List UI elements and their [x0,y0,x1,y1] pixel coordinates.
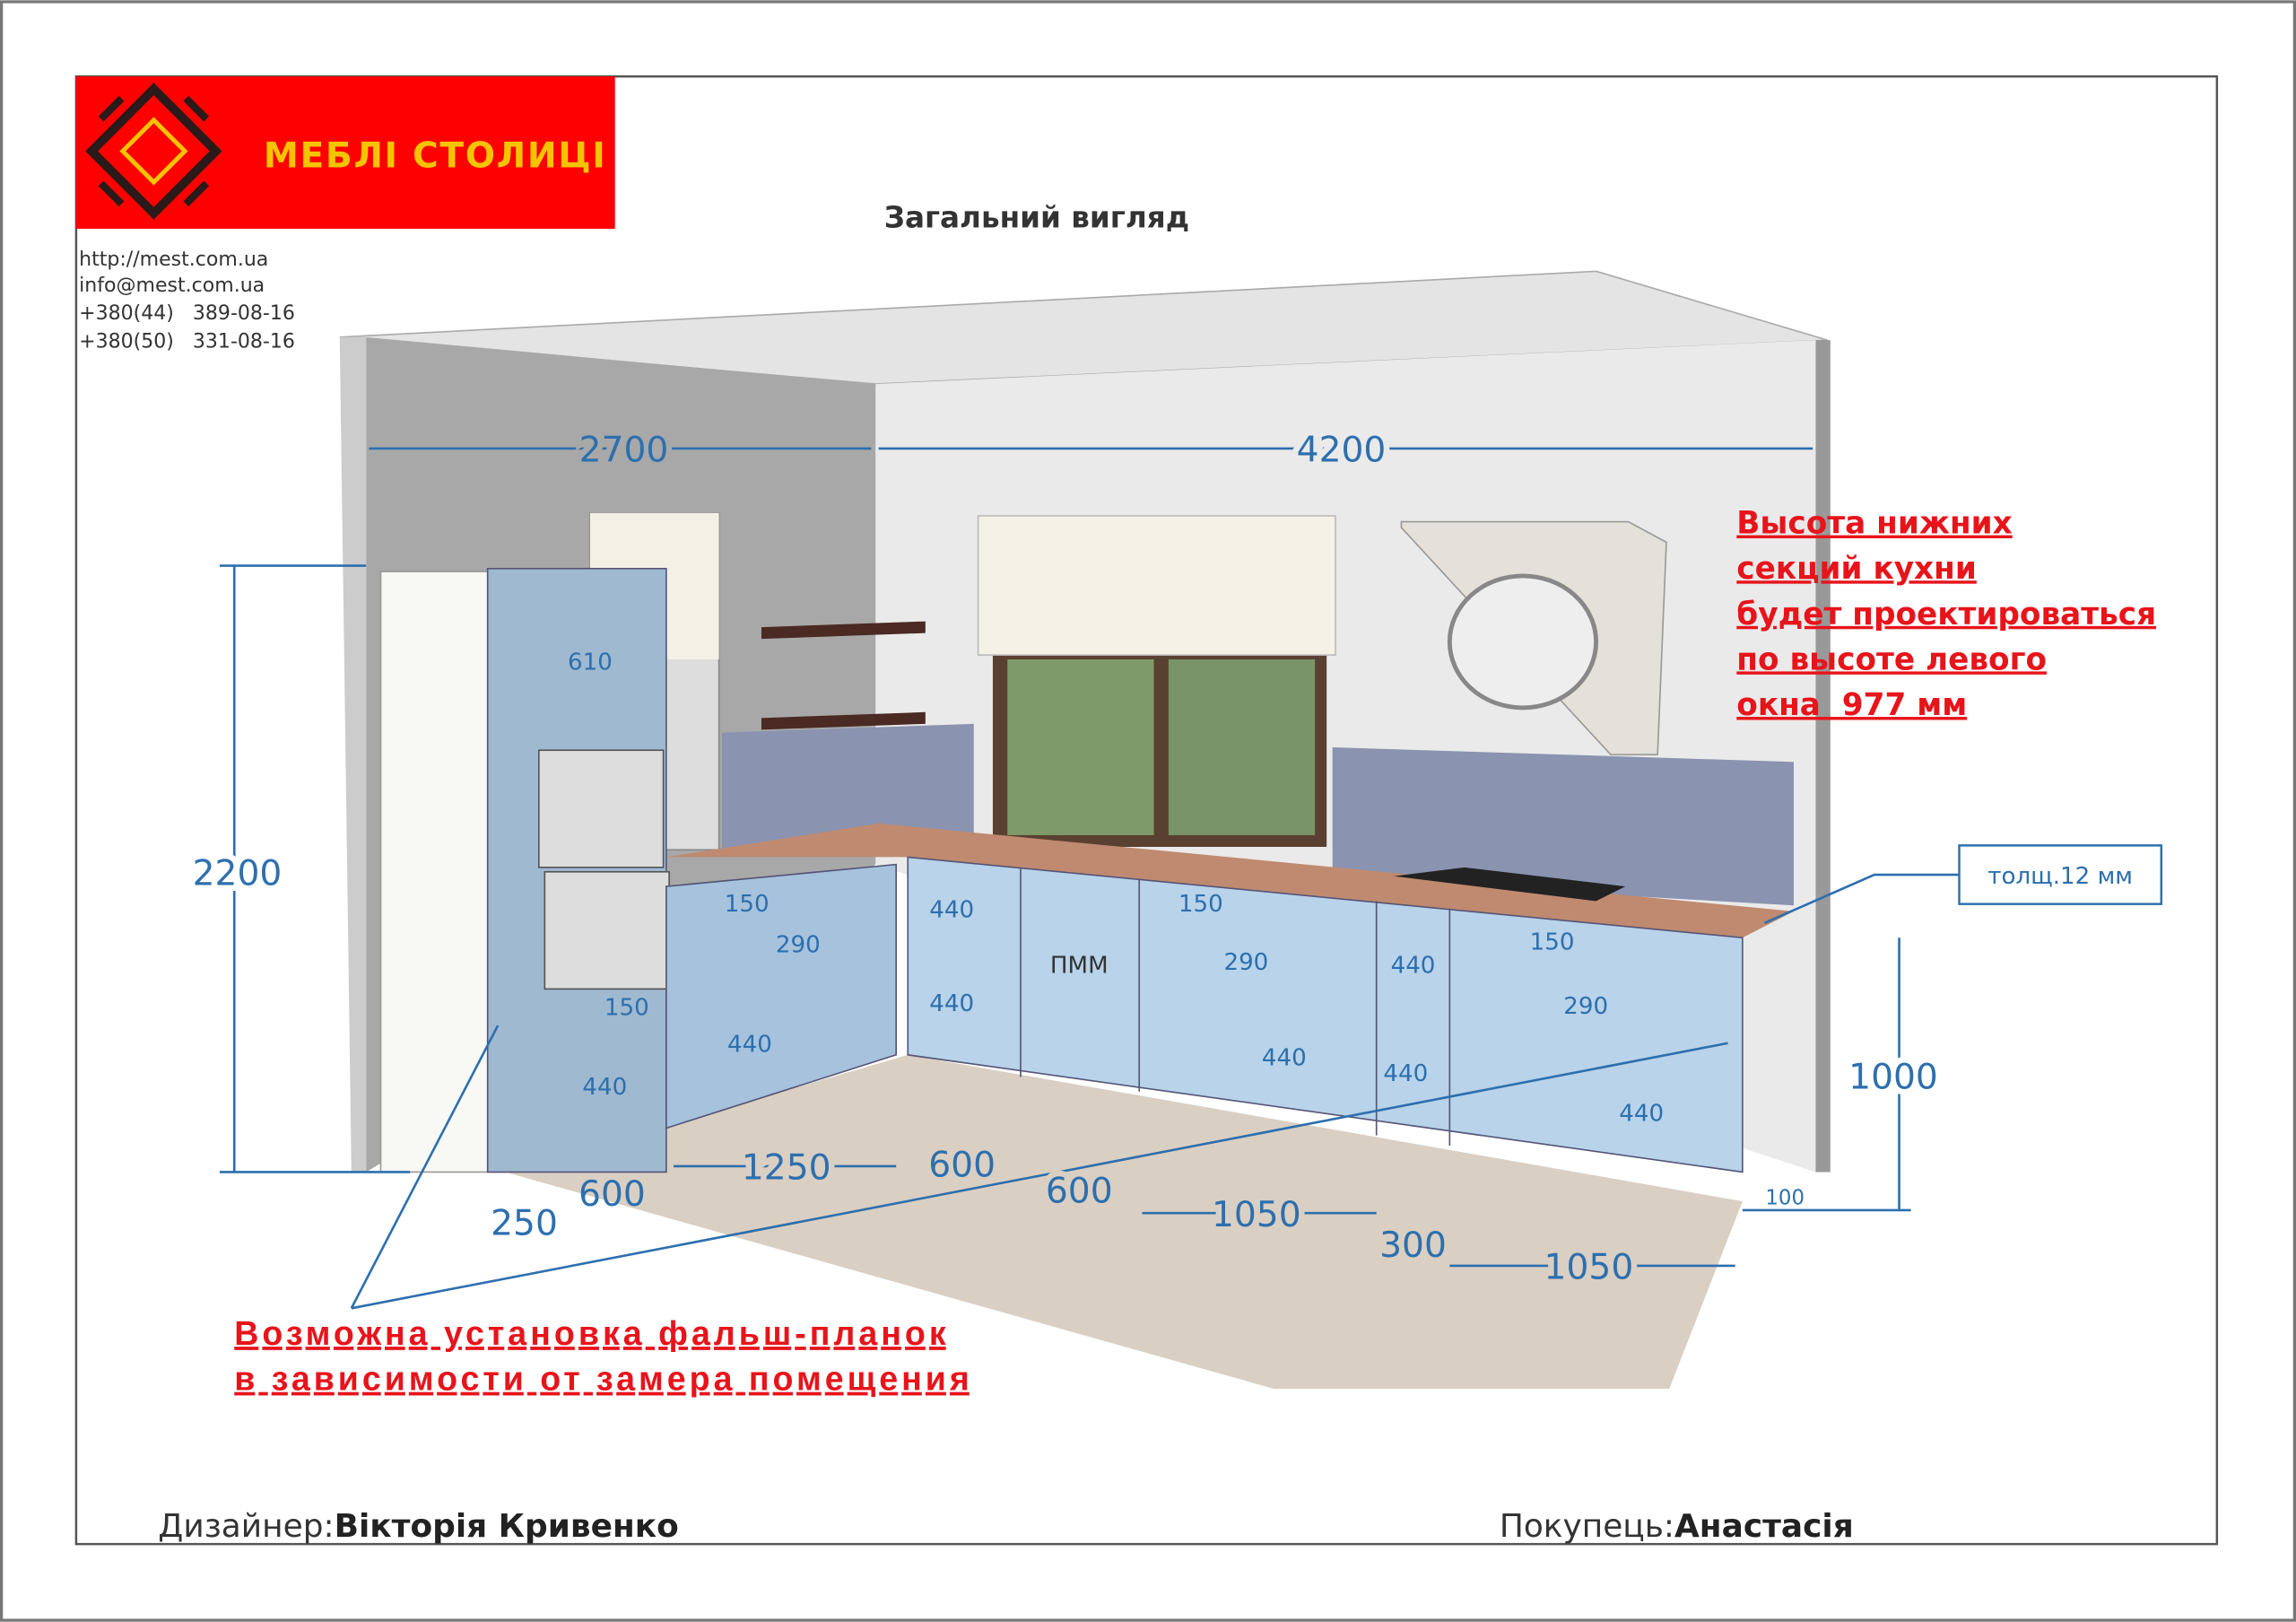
designer: Дизайнер:Вікторія Кривенко [158,1508,679,1545]
note-right: Высота нижних секций кухни будет проекти… [1736,506,2156,723]
dim-c4: 440 [1391,952,1436,979]
footer: Дизайнер:Вікторія Кривенко Покупець:Анас… [158,1508,1853,1545]
dim-height-total: 2200 [193,853,283,894]
website-link[interactable]: http://mest.com.ua [79,249,268,271]
dim-m1: 440 [929,896,974,923]
dim-t2: 440 [582,1074,627,1101]
dim-width-600a: 600 [578,1174,646,1215]
dim-wall-right: 4200 [1297,431,1387,471]
dim-l3: 440 [727,1032,772,1059]
phone-1: +380(44) 389-08-16 [79,302,295,325]
dim-upper: 610 [568,649,613,676]
dim-width-1050b: 1050 [1544,1248,1634,1288]
dim-r3: 440 [1619,1100,1664,1127]
thickness-label: толщ.12 мм [1987,863,2133,890]
company-logo: МЕБЛІ СТОЛИЦІ [75,76,615,230]
customer-name: Анастасія [1674,1508,1854,1545]
note-right-line: секций кухни [1736,551,1977,587]
customer-label: Покупець: [1500,1508,1674,1545]
phone-2: +380(50) 331-08-16 [79,330,295,353]
dim-width-600b: 600 [928,1145,996,1185]
note-left-line: Возможна установка фальш-планок [234,1314,946,1352]
designer-name: Вікторія Кривенко [335,1508,679,1545]
note-right-line: окна 977 мм [1736,687,1967,723]
dim-c3: 440 [1262,1044,1307,1071]
dimension-labels: 2700 4200 2200 610 150 290 440 150 440 4… [187,424,2133,1294]
dim-width-600c: 600 [1046,1172,1113,1212]
dim-width-1050a: 1050 [1212,1195,1301,1235]
dim-c1: 150 [1178,891,1223,918]
sheet-frame [74,75,2219,1546]
dim-m2: 440 [929,990,974,1017]
dim-width-1250: 1250 [742,1148,831,1189]
dim-r1: 150 [1530,929,1575,955]
page-title: Загальний вигляд [884,200,1189,234]
brand-name: МЕБЛІ СТОЛИЦІ [264,135,607,176]
dishwasher-label: ПММ [1050,952,1109,979]
kitchen-render [339,270,1831,1390]
note-right-line: Высота нижних [1736,506,2012,542]
customer: Покупець:Анастасія [1500,1508,1854,1545]
contacts: http://mest.com.ua info@mest.com.ua +380… [79,249,295,353]
dim-l2: 290 [776,932,821,959]
dim-plinth: 100 [1765,1186,1805,1209]
dim-r2: 290 [1563,993,1608,1020]
dim-base-height: 1000 [1848,1057,1938,1097]
dim-t1: 150 [604,995,649,1022]
note-right-line: будет проектироваться [1736,597,2156,632]
dim-l1: 150 [725,891,770,918]
email-link[interactable]: info@mest.com.ua [79,275,265,297]
dim-c5: 440 [1383,1060,1428,1087]
note-right-line: по высоте левого [1736,641,2047,677]
dim-width-300: 300 [1379,1225,1447,1266]
dimension-lines [219,447,2163,1310]
dim-wall-left: 2700 [579,431,669,471]
dim-width-250: 250 [491,1204,558,1244]
thickness-callout [1958,844,2163,905]
designer-label: Дизайнер: [158,1508,334,1545]
note-left: Возможна установка фальш-планок в зависи… [234,1314,970,1398]
dim-c2: 290 [1223,949,1268,976]
note-left-line: в зависимости от замера помещения [234,1360,970,1398]
